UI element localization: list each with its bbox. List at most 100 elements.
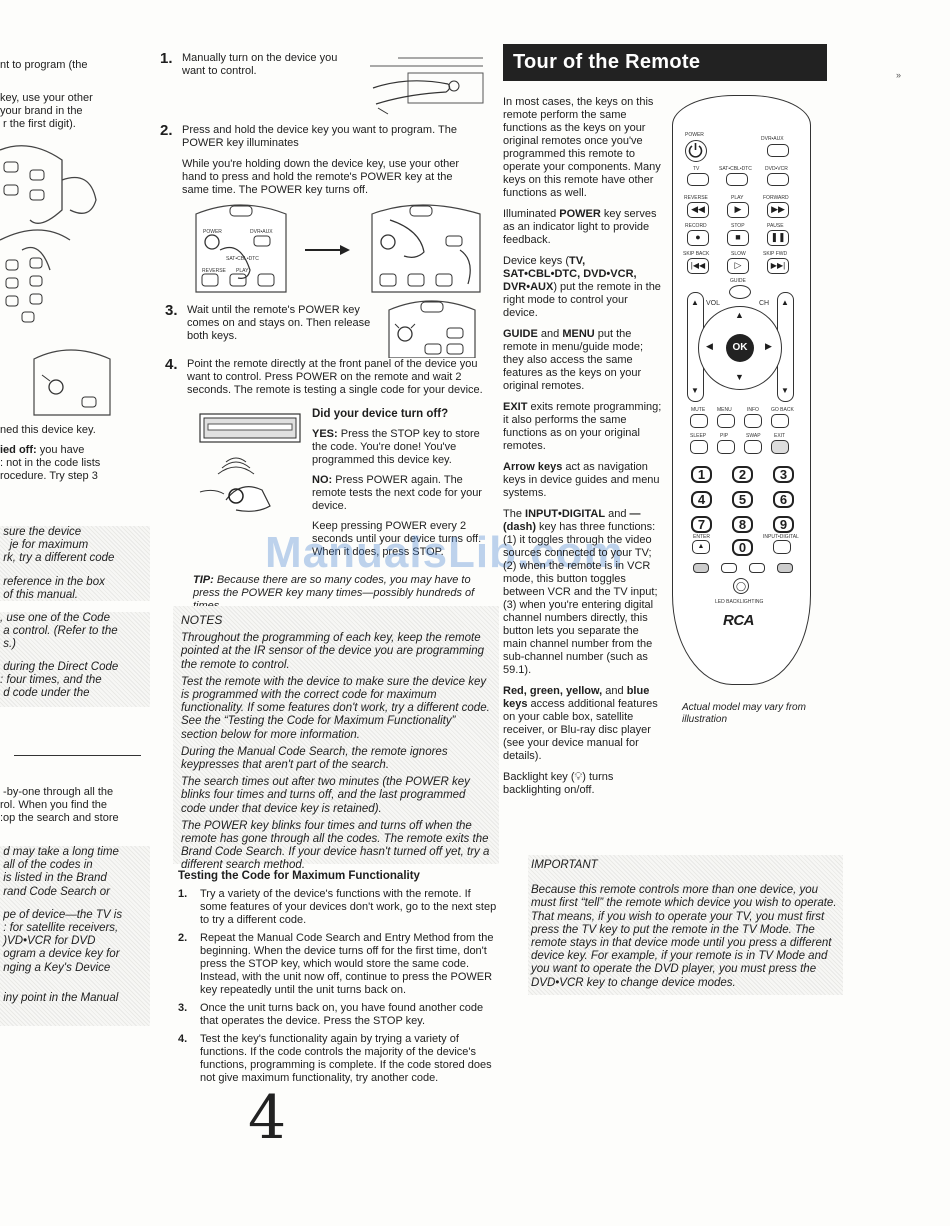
digit-4-button[interactable]: 4 <box>691 491 712 508</box>
testing-section: Testing the Code for Maximum Functionali… <box>178 870 498 1090</box>
digit-2-button[interactable]: 2 <box>732 466 753 483</box>
step-number: 2. <box>160 122 173 139</box>
tip-text: Because there are so many codes, you may… <box>193 574 475 612</box>
step3-illustration <box>388 300 476 358</box>
digit-7-button[interactable]: 7 <box>691 516 712 533</box>
testing-item: 3.Once the unit turns back on, you have … <box>178 1002 484 1027</box>
snippet: :op the search and store <box>0 812 119 824</box>
ir-pointing-illustration <box>199 413 301 512</box>
snippet: d code under the <box>0 687 90 700</box>
snippet: ned this device key. <box>0 424 96 436</box>
arrow-left-icon[interactable]: ◀ <box>706 341 713 351</box>
exit-button[interactable] <box>771 440 789 454</box>
important-box: IMPORTANT Because this remote controls m… <box>528 855 843 995</box>
snippet: sure the device <box>0 526 82 538</box>
snippet: -by-one through all the <box>0 786 114 798</box>
snippet: nging a Key's Device <box>0 961 111 974</box>
no-text: Press POWER again. The remote tests the … <box>312 474 482 512</box>
tour-p1: In most cases, the keys on this remote p… <box>503 96 661 199</box>
forward-button[interactable]: ▶▶ <box>767 202 789 218</box>
reverse-button[interactable]: ◀◀ <box>687 202 709 218</box>
arrow-right-icon[interactable]: ▶ <box>765 341 772 351</box>
digit-5-button[interactable]: 5 <box>732 491 753 508</box>
turn-off-heading: Did your device turn off? <box>312 408 449 420</box>
backlight-icon: 💡︎ <box>574 771 583 783</box>
stop-button[interactable]: ■ <box>727 230 749 246</box>
skip-fwd-button[interactable]: ▶▶| <box>767 258 789 274</box>
snippet: reference in the box <box>0 575 105 588</box>
sketch-label: SAT•CBL•DTC <box>226 256 259 262</box>
rca-logo: RCA <box>723 612 755 629</box>
snippet: s.) <box>0 638 16 651</box>
arrow-up-icon[interactable]: ▲ <box>735 310 744 320</box>
page-number: 4 <box>248 1083 287 1153</box>
snippet: you have <box>36 444 85 456</box>
sleep-button[interactable] <box>690 440 708 454</box>
dvd-vcr-button[interactable] <box>767 173 789 186</box>
slow-button[interactable]: ▷ <box>727 258 749 274</box>
sketch-label: POWER <box>203 229 222 235</box>
left-remote-sketch <box>0 145 97 323</box>
snippet: during the Direct Code <box>0 660 119 673</box>
input-digital-button[interactable] <box>773 540 791 554</box>
snippet: a control. (Refer to the <box>0 625 118 638</box>
step-text: Point the remote directly at the front p… <box>187 358 483 396</box>
backlight-button[interactable]: ◯ <box>733 578 749 594</box>
skip-back-button[interactable]: |◀◀ <box>687 258 709 274</box>
snippet: rand Code Search or <box>0 885 110 898</box>
remote-illustration: POWER DVR•AUX TV SAT•CBL•DTC DVD•VCR REV… <box>672 95 811 685</box>
step-text: Press and hold the device key you want t… <box>182 124 457 149</box>
digit-9-button[interactable]: 9 <box>773 516 794 533</box>
snippet: of this manual. <box>0 588 78 601</box>
go-back-button[interactable] <box>771 414 789 428</box>
pause-button[interactable]: ❚❚ <box>767 230 789 246</box>
step-number: 1. <box>160 50 173 67</box>
important-text: Because this remote controls more than o… <box>531 884 837 989</box>
step-number: 3. <box>165 302 178 319</box>
snippet: r the first digit). <box>0 118 76 130</box>
swap-button[interactable] <box>744 440 762 454</box>
tv-button[interactable] <box>687 173 709 186</box>
snippet: d may take a long time <box>0 846 119 858</box>
digit-1-button[interactable]: 1 <box>691 466 712 483</box>
digit-0-button[interactable]: 0 <box>732 539 753 556</box>
left-column-snippets: key, use your other your brand in the r … <box>0 92 150 131</box>
snippet: je for maximum <box>0 539 89 552</box>
device-power-sketch <box>370 57 484 115</box>
snippet: : for satellite receivers, <box>0 922 119 935</box>
play-button[interactable]: ▶ <box>727 202 749 218</box>
guide-button[interactable] <box>729 285 751 299</box>
green-key[interactable] <box>721 563 737 573</box>
dvr-aux-button[interactable] <box>767 144 789 157</box>
step-1: 1. Manually turn on the device you want … <box>160 50 360 84</box>
ok-button[interactable]: OK <box>726 334 754 362</box>
arrow-down-icon[interactable]: ▼ <box>735 372 744 382</box>
enter-button[interactable]: ▲ <box>692 540 710 554</box>
snippet: pe of device—the TV is <box>0 908 123 921</box>
yellow-key[interactable] <box>749 563 765 573</box>
digit-3-button[interactable]: 3 <box>773 466 794 483</box>
snippet: : four times, and the <box>0 673 102 686</box>
power-button[interactable] <box>685 140 707 162</box>
pip-button[interactable] <box>717 440 735 454</box>
snippet: rk, try a different code <box>0 552 115 565</box>
yes-label: YES: <box>312 428 338 440</box>
mute-button[interactable] <box>690 414 708 428</box>
digit-6-button[interactable]: 6 <box>773 491 794 508</box>
info-button[interactable] <box>744 414 762 428</box>
note-item: During the Manual Code Search, the remot… <box>181 745 448 772</box>
snippet: key, use your other <box>0 92 93 104</box>
sketch-label: REVERSE <box>202 268 226 274</box>
snippet: nt to program (the <box>0 59 88 71</box>
yes-text: Press the STOP key to store the code. Yo… <box>312 428 480 466</box>
digit-8-button[interactable]: 8 <box>732 516 753 533</box>
red-key[interactable] <box>693 563 709 573</box>
snippet: all of the codes in <box>0 859 93 872</box>
record-button[interactable]: ● <box>687 230 709 246</box>
sat-cbl-dtc-button[interactable] <box>726 173 748 186</box>
left-shaded-1: sure the device je for maximum rk, try a… <box>0 526 150 601</box>
margin-mark: » <box>896 70 902 80</box>
menu-button[interactable] <box>717 414 735 428</box>
blue-key[interactable] <box>777 563 793 573</box>
step2-illustration <box>195 204 481 293</box>
